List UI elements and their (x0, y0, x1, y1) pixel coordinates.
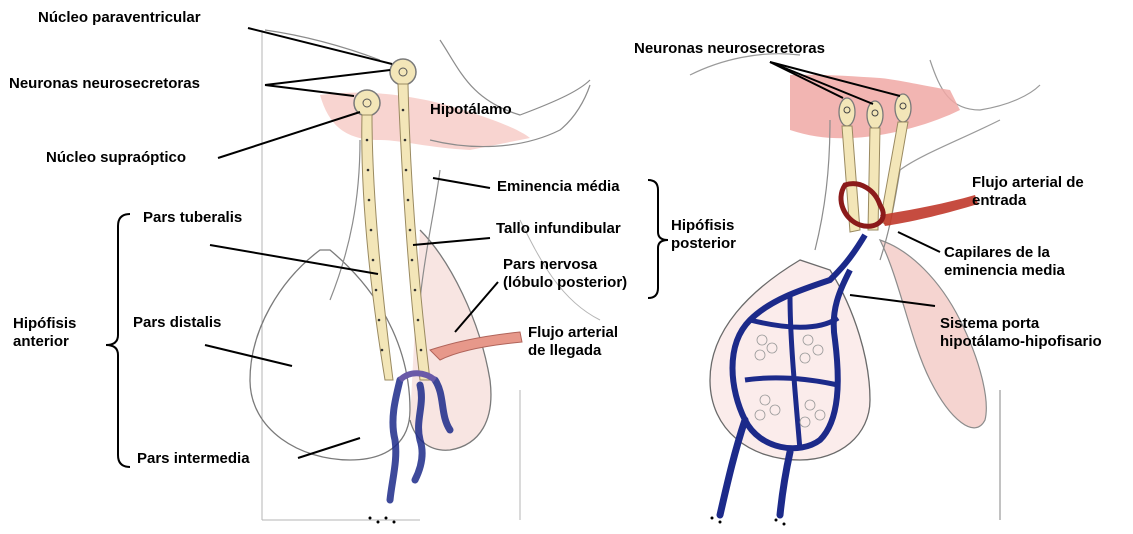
label-pars-tuberalis: Pars tuberalis (143, 209, 242, 227)
label-pars-intermedia: Pars intermedia (137, 450, 250, 468)
label-hipofisis-posterior: Hipófisis posterior (671, 217, 736, 253)
label-hipofisis-anterior: Hipófisis anterior (13, 315, 76, 351)
right-neurons (839, 94, 911, 232)
label-sistema-porta: Sistema porta hipotálamo-hipofisario (940, 315, 1102, 351)
label-nucleo-paraventricular: Núcleo paraventricular (38, 9, 201, 27)
left-paraventricular-neuron (390, 59, 416, 85)
label-nucleo-supraoptico: Núcleo supraóptico (46, 149, 186, 167)
label-pars-nervosa: Pars nervosa (lóbulo posterior) (503, 256, 627, 292)
label-flujo-arterial-entrada: Flujo arterial de entrada (972, 174, 1084, 210)
label-capilares-eminencia: Capilares de la eminencia media (944, 244, 1065, 280)
left-leader-lines (106, 28, 668, 467)
label-neuronas-neurosecretoras-left: Neuronas neurosecretoras (9, 75, 200, 93)
label-hipotalamo: Hipotálamo (430, 101, 512, 119)
label-tallo-infundibular: Tallo infundibular (496, 220, 621, 238)
label-pars-distalis: Pars distalis (133, 314, 221, 332)
label-flujo-arterial-llegada: Flujo arterial de llegada (528, 324, 618, 360)
label-neuronas-neurosecretoras-right: Neuronas neurosecretoras (634, 40, 825, 58)
right-pituitary-diagram (690, 54, 1040, 526)
label-eminencia-media: Eminencia média (497, 178, 620, 196)
left-infundibulum-outline (330, 140, 440, 300)
left-axon-tract-1 (362, 115, 393, 380)
